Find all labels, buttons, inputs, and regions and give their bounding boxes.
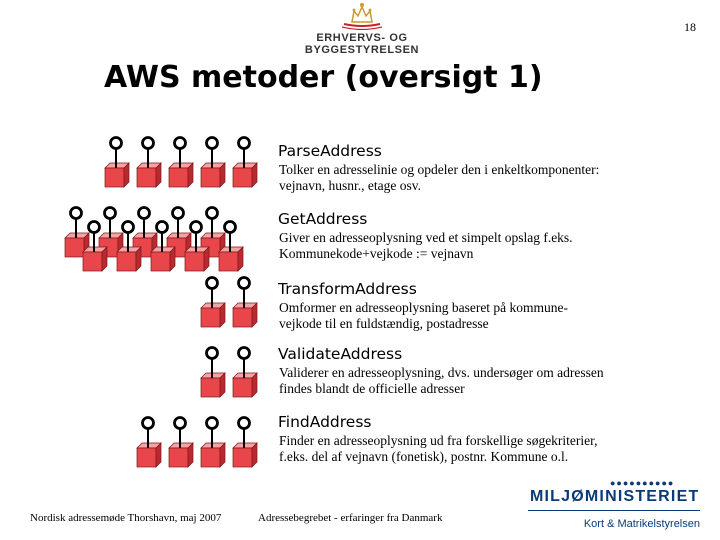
crown-icon [342,3,382,30]
ministry-logo: ●●●●●●●●●● MILJØMINISTERIET Kort & Matri… [528,476,708,536]
description-line: vejnavn, husnr., etage osv. [279,178,421,193]
method-description: Tolker en adresselinie og opdeler den i … [278,162,688,194]
method-transform-address: TransformAddress Omformer en adresseoply… [278,280,688,332]
cube-icon [231,346,259,399]
method-description: Validerer en adresseoplysning, dvs. unde… [278,365,688,397]
cube-icon [135,416,163,469]
method-name: TransformAddress [278,280,417,298]
description-line: f.eks. del af vejnavn (fonetisk), postnr… [279,449,569,464]
method-description: Finder en adresseoplysning ud fra forske… [278,433,688,465]
description-line: Validerer en adresseoplysning, dvs. unde… [279,365,604,380]
cube-icon [167,136,195,189]
validate-address-cubes [199,346,259,399]
description-line: Finder en adresseoplysning ud fra forske… [279,433,598,448]
header-logo: ERHVERVS- OG BYGGESTYRELSEN [262,2,462,56]
method-icons [63,136,259,469]
cube-icon [199,136,227,189]
description-line: Tolker en adresselinie og opdeler den i … [279,162,600,177]
method-get-address: GetAddress Giver en adresseoplysning ved… [278,210,688,262]
page-number: 18 [684,20,696,34]
method-name: ValidateAddress [278,345,403,363]
logo-dots-icon: ●●●●●●●●●● [610,478,675,488]
method-parse-address: ParseAddress Tolker en adresselinie og o… [278,142,688,194]
cube-icon [103,136,131,189]
cube-icon [135,136,163,189]
get-address-cubes [63,206,245,273]
parse-address-cubes [103,136,259,189]
transform-address-cubes [199,276,259,329]
method-find-address: FindAddress Finder en adresseoplysning u… [278,413,688,465]
ministry-name: MILJØMINISTERIET [530,488,700,505]
cube-icon [231,276,259,329]
method-description: Giver en adresseoplysning ved et simpelt… [278,230,688,262]
cube-icon [231,136,259,189]
cube-icon [167,416,195,469]
cube-icon [199,276,227,329]
logo-divider [528,510,700,511]
cube-icon [199,416,227,469]
description-line: Kommunekode+vejkode := vejnavn [279,246,474,261]
method-validate-address: ValidateAddress Validerer en adresseoply… [278,345,688,397]
description-line: vejkode til en fuldstændig, postadresse [279,316,489,331]
description-line: Giver en adresseoplysning ved et simpelt… [279,230,573,245]
method-name: ParseAddress [278,142,382,160]
method-name: GetAddress [278,210,368,228]
footer-middle: Adressebegrebet - erfaringer fra Danmark [258,512,443,524]
method-name: FindAddress [278,413,372,431]
org-name: ERHVERVS- OG BYGGESTYRELSEN [304,32,420,56]
description-line: findes blandt de officielle adresser [279,381,465,396]
find-address-cubes [135,416,259,469]
cube-icon [199,346,227,399]
slide-title: AWS metoder (oversigt 1) [104,60,543,95]
method-description: Omformer en adresseoplysning baseret på … [278,300,688,332]
cube-icon [231,416,259,469]
description-line: Omformer en adresseoplysning baseret på … [279,300,569,315]
agency-name: Kort & Matrikelstyrelsen [583,518,700,530]
footer-left: Nordisk adressemøde Thorshavn, maj 2007 [30,512,222,524]
